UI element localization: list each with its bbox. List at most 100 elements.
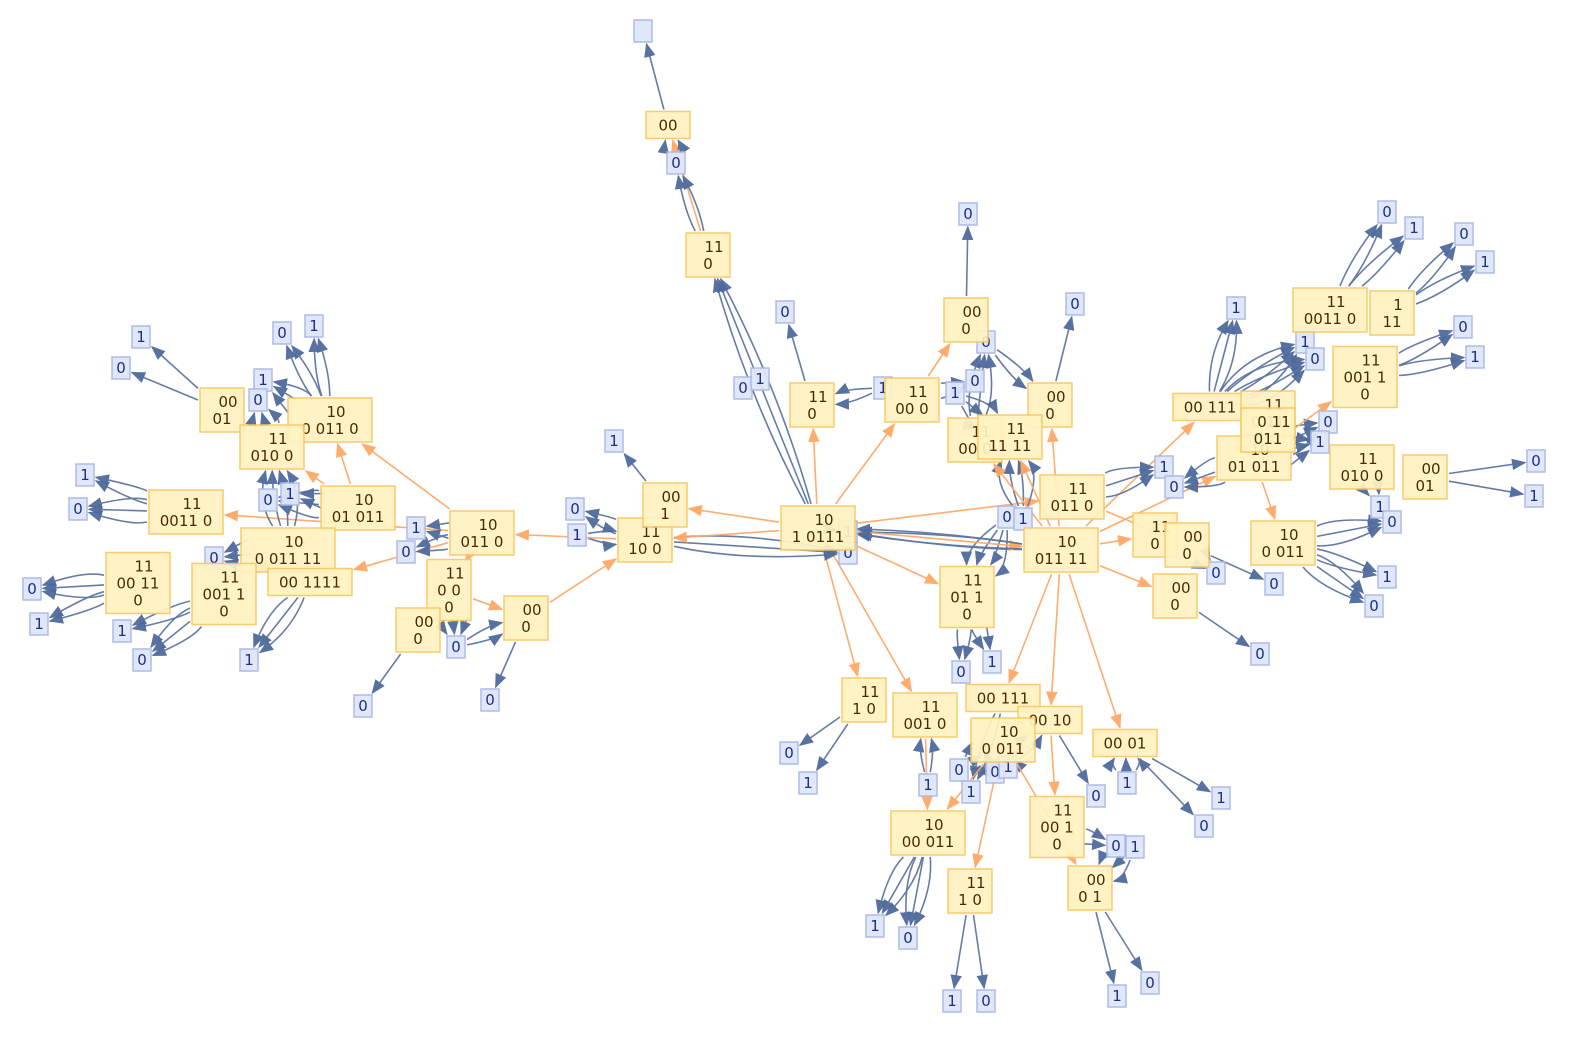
leaf-node[interactable]: 1 — [280, 482, 300, 506]
leaf-node[interactable]: 1 — [112, 619, 132, 643]
leaf-node[interactable]: 0 — [565, 497, 585, 521]
leaf-node[interactable]: 0 — [396, 540, 416, 564]
leaf-node[interactable]: 0 — [248, 388, 268, 412]
state-node[interactable]: 110 — [789, 382, 835, 428]
leaf-node[interactable]: 0 — [976, 989, 996, 1013]
leaf-node[interactable]: 0 — [1526, 449, 1546, 473]
leaf-node[interactable]: 0 — [22, 577, 42, 601]
state-node[interactable]: 000 1 — [1067, 865, 1113, 911]
state-node[interactable]: 100 011 — [970, 717, 1036, 763]
leaf-node[interactable]: 0 — [965, 369, 985, 393]
leaf-node[interactable]: 1 — [1465, 345, 1485, 369]
leaf-node[interactable]: 1 — [604, 429, 624, 453]
leaf-node[interactable]: 1 — [304, 314, 324, 338]
leaf-node[interactable]: 0 — [1194, 814, 1214, 838]
leaf-node[interactable]: 0 — [1382, 510, 1402, 534]
leaf-node[interactable]: 0 — [1305, 347, 1325, 371]
leaf-node[interactable]: 0 — [1106, 834, 1126, 858]
state-node[interactable]: 111 0 — [947, 868, 993, 914]
leaf-node[interactable]: 1 — [865, 914, 885, 938]
leaf-node[interactable]: 0 — [775, 300, 795, 324]
state-node[interactable]: 1111 11 — [977, 414, 1043, 460]
leaf-node[interactable]: 0 — [997, 505, 1017, 529]
leaf-node[interactable]: 1 — [1013, 507, 1033, 531]
leaf-node[interactable]: 0 — [1086, 784, 1106, 808]
leaf-node[interactable]: 1 — [750, 367, 770, 391]
leaf-node[interactable]: 0 — [1140, 971, 1160, 995]
leaf-node[interactable] — [633, 19, 653, 43]
leaf-node[interactable]: 1 — [982, 650, 1002, 674]
leaf-node[interactable]: 1 — [1211, 786, 1231, 810]
leaf-node[interactable]: 0 — [272, 321, 292, 345]
leaf-node[interactable]: 0 — [111, 356, 131, 380]
state-node[interactable]: 101 0111 — [780, 505, 856, 551]
leaf-node[interactable]: 0 — [898, 926, 918, 950]
state-node[interactable]: 00 01 — [1092, 728, 1158, 758]
state-node[interactable]: 110 — [685, 232, 731, 278]
leaf-node[interactable]: 0 — [666, 151, 686, 175]
leaf-node[interactable]: 0 — [258, 488, 278, 512]
leaf-node[interactable]: 0 — [779, 741, 799, 765]
leaf-node[interactable]: 1 — [406, 516, 426, 540]
leaf-node[interactable]: 1 — [798, 771, 818, 795]
leaf-node[interactable]: 1 — [253, 368, 273, 392]
leaf-node[interactable]: 1 — [1310, 430, 1330, 454]
leaf-node[interactable]: 0 — [1250, 642, 1270, 666]
leaf-node[interactable]: 0 — [1065, 292, 1085, 316]
leaf-node[interactable]: 0 — [353, 694, 373, 718]
state-node[interactable]: 001 — [642, 482, 688, 528]
leaf-node[interactable]: 1 — [1524, 484, 1544, 508]
leaf-node[interactable]: 1 — [1125, 835, 1145, 859]
leaf-node[interactable]: 1 — [29, 612, 49, 636]
leaf-node[interactable]: 0 — [480, 688, 500, 712]
leaf-node[interactable]: 0 — [1264, 572, 1284, 596]
state-node[interactable]: 000 — [1164, 522, 1210, 568]
leaf-node[interactable]: 0 — [446, 635, 466, 659]
leaf-node[interactable]: 0 — [1318, 410, 1338, 434]
leaf-node[interactable]: 1 — [1107, 984, 1127, 1008]
leaf-node[interactable]: 0 — [1453, 315, 1473, 339]
leaf-node[interactable]: 1 — [1154, 455, 1174, 479]
leaf-node[interactable]: 0 — [1454, 222, 1474, 246]
leaf-node[interactable]: 1 — [961, 780, 981, 804]
leaf-node[interactable]: 0 — [1164, 475, 1184, 499]
state-node[interactable]: 000 — [395, 607, 441, 653]
leaf-node[interactable]: 0 — [1364, 594, 1384, 618]
leaf-node[interactable]: 0 — [132, 648, 152, 672]
state-node[interactable]: 000 — [1152, 573, 1198, 619]
leaf-node[interactable]: 0 — [951, 660, 971, 684]
state-node[interactable]: 111 — [1369, 290, 1415, 336]
state-node[interactable]: 00 1111 — [267, 567, 353, 597]
leaf-node[interactable]: 1 — [75, 463, 95, 487]
state-node[interactable]: 000 — [943, 297, 989, 343]
state-node[interactable]: 100 011 — [1250, 520, 1316, 566]
leaf-node[interactable]: 1 — [1226, 296, 1246, 320]
leaf-node[interactable]: 1 — [131, 325, 151, 349]
leaf-node[interactable]: 0 — [68, 497, 88, 521]
state-node[interactable]: 00 111 — [1172, 392, 1248, 422]
leaf-node[interactable]: 1 — [567, 523, 587, 547]
leaf-node[interactable]: 1 — [1377, 565, 1397, 589]
leaf-node[interactable]: 1 — [239, 648, 259, 672]
leaf-node[interactable]: 1 — [1404, 216, 1424, 240]
state-node[interactable]: 00 — [645, 110, 691, 140]
leaf-node[interactable]: 0 — [949, 758, 969, 782]
